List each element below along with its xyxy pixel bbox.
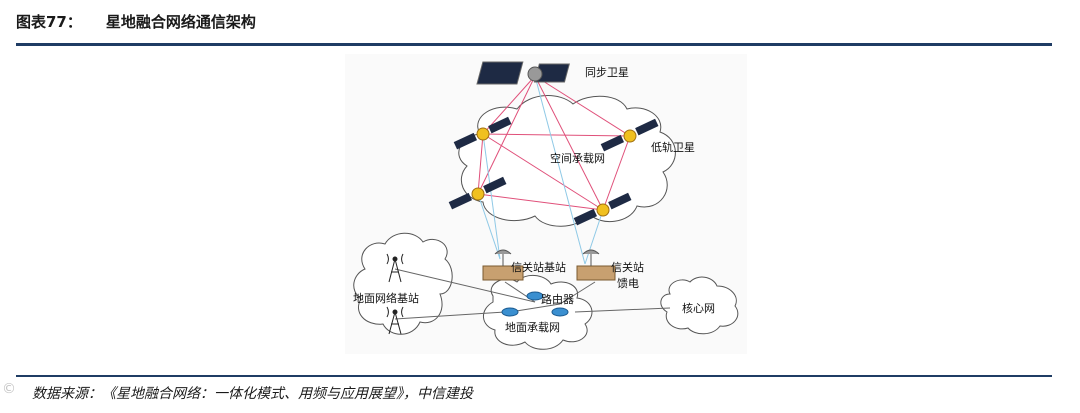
space-network-cloud xyxy=(458,95,676,227)
base-station-tower-icon-1 xyxy=(386,253,404,283)
diagram-area: 同步卫星 空间承载网 低轨卫星 信关站基站 信关站 馈电 地面网络基站 路由器 … xyxy=(345,54,747,354)
label-ground-network: 地面承载网 xyxy=(505,321,560,334)
core-network-cloud xyxy=(660,276,739,335)
leo-satellite-icon-1 xyxy=(453,116,512,150)
ground-links xyxy=(394,268,671,320)
figure-number: 图表77： xyxy=(16,12,82,31)
gateway-station-icon-1 xyxy=(482,249,524,281)
satellite-links xyxy=(477,75,631,211)
label-router: 路由器 xyxy=(541,292,574,306)
label-geo-satellite: 同步卫星 xyxy=(585,66,629,79)
footer-rule xyxy=(16,375,1052,377)
header-rule xyxy=(16,43,1052,46)
feeder-links xyxy=(477,75,604,265)
gateway-station-icon-2 xyxy=(576,249,616,281)
label-ground-bs: 地面网络基站 xyxy=(353,291,419,305)
router-icon xyxy=(501,291,569,317)
geo-satellite-icon xyxy=(476,61,570,85)
base-station-tower-icon-2 xyxy=(386,306,404,335)
label-leo-satellite: 低轨卫星 xyxy=(651,140,695,154)
figure-title: 星地融合网络通信架构 xyxy=(105,12,256,31)
leo-satellite-icon-3 xyxy=(448,176,507,210)
label-gateway-base: 信关站基站 xyxy=(511,260,566,274)
architecture-diagram: 同步卫星 空间承载网 低轨卫星 信关站基站 信关站 馈电 地面网络基站 路由器 … xyxy=(353,61,739,350)
label-core-network: 核心网 xyxy=(682,301,715,315)
label-space-network: 空间承载网 xyxy=(550,151,605,165)
figure-header: 图表77： 星地融合网络通信架构 xyxy=(16,8,256,34)
leo-satellite-icon-4 xyxy=(573,192,632,226)
ground-network-cloud xyxy=(483,275,593,350)
label-feed: 馈电 xyxy=(617,277,639,290)
label-gateway: 信关站 xyxy=(611,260,644,274)
watermark: © xyxy=(2,381,16,397)
source-note: 数据来源：《星地融合网络：一体化模式、用频与应用展望》，中信建投 xyxy=(32,386,473,402)
leo-satellite-icon-2 xyxy=(600,118,659,152)
ground-bs-cloud xyxy=(353,232,453,335)
